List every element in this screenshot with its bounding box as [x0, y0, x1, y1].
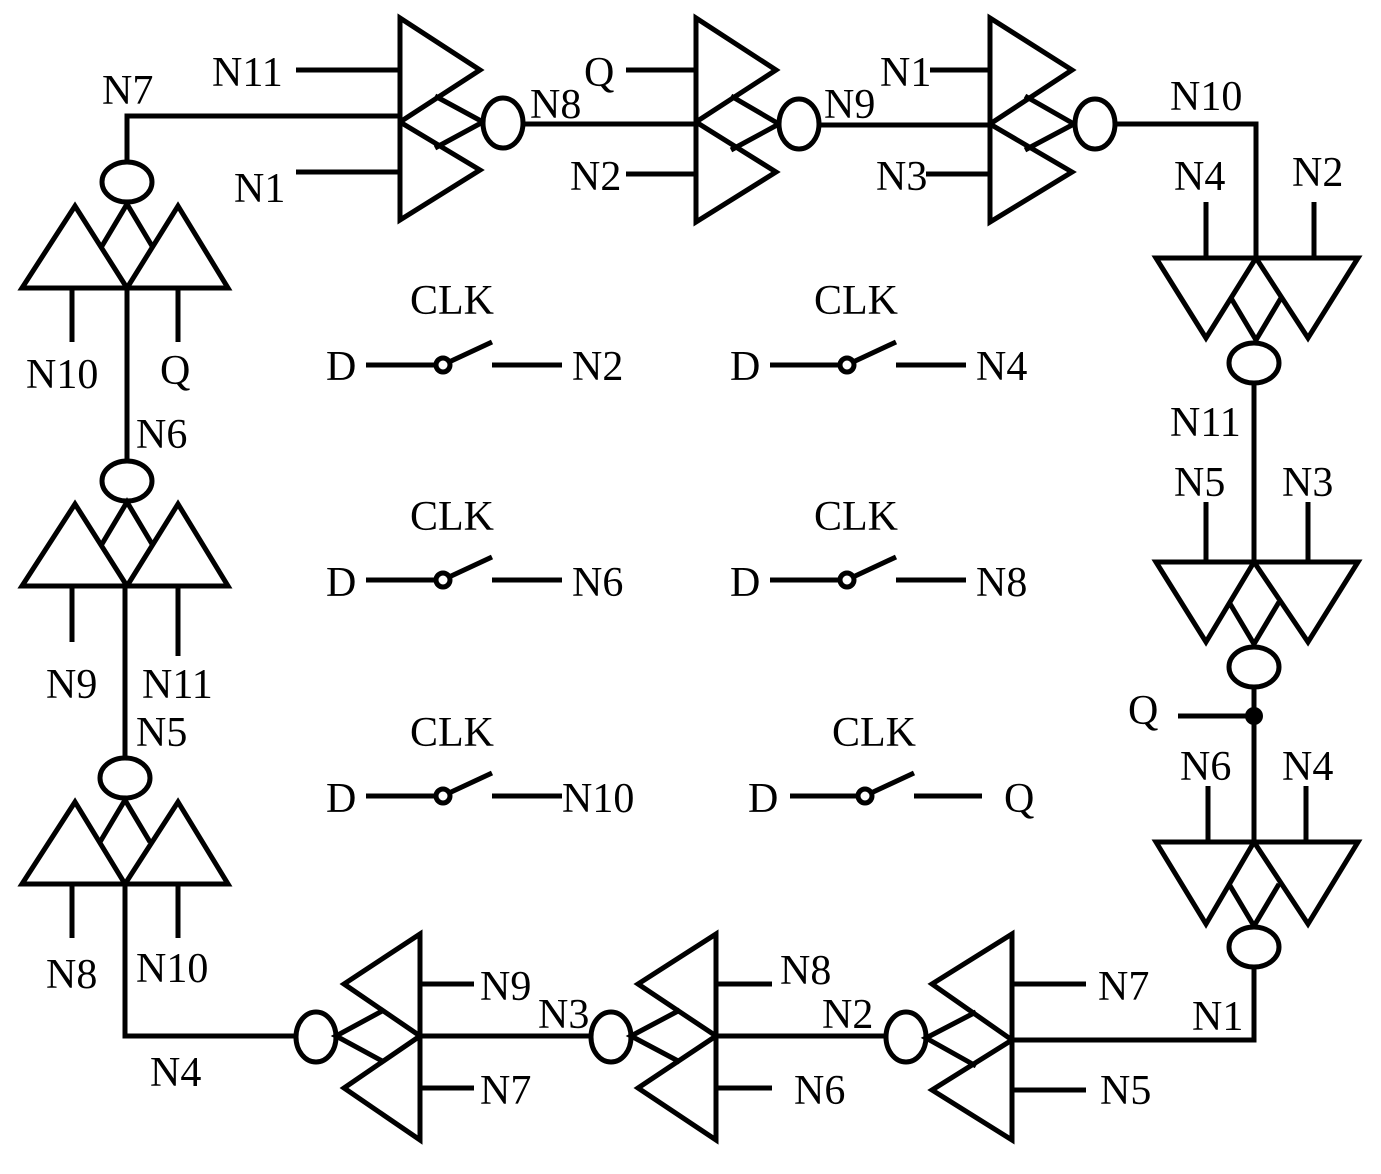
switch-3: [366, 554, 562, 590]
switch-6: [790, 770, 982, 806]
left-c-element-1: [17, 159, 233, 342]
switch-4-input-label: D: [730, 560, 760, 606]
switch-2: [770, 339, 966, 375]
label-left-g1-out: N6: [136, 412, 187, 458]
label-bottom-left-node: N4: [150, 1050, 201, 1096]
right-c-element-2: [1151, 502, 1363, 690]
label-left-g2-in1: N9: [46, 662, 97, 708]
switch-1: [366, 339, 562, 375]
label-top-g2-out: N9: [824, 82, 875, 128]
top-c-element-3: [926, 13, 1118, 227]
switch-5-input-label: D: [326, 776, 356, 822]
label-top-g3-in1: N1: [880, 50, 931, 96]
top-c-element-2: [626, 13, 822, 227]
label-top-g3-out: N10: [1170, 74, 1242, 120]
label-right-g2-in1: N5: [1174, 460, 1225, 506]
switch-1-output-label: N2: [572, 344, 623, 390]
label-bot-g3-out: N1: [1192, 994, 1243, 1040]
label-left-top-node: N7: [102, 68, 153, 114]
switch-1-clk-label: CLK: [410, 278, 494, 324]
label-top-g1-in1: N11: [212, 50, 283, 96]
switch-4-output-label: N8: [976, 560, 1027, 606]
label-top-g1-in2: N1: [234, 166, 285, 212]
label-left-g2-out: N5: [136, 710, 187, 756]
label-top-g2-in1: Q: [584, 50, 614, 96]
label-left-g1-in2: Q: [160, 348, 190, 394]
switch-3-input-label: D: [326, 560, 356, 606]
switch-2-clk-label: CLK: [814, 278, 898, 324]
label-right-g3-in1: N6: [1180, 744, 1231, 790]
label-right-g2-in2: N3: [1282, 460, 1333, 506]
label-bot-g1-in1: N9: [480, 964, 531, 1010]
label-right-g3-in2: N4: [1282, 744, 1333, 790]
label-left-g3-in1: N8: [46, 952, 97, 998]
bottom-c-element-3: [883, 929, 1086, 1145]
label-bot-g1-out: N3: [538, 992, 589, 1038]
wire-n10: [1115, 121, 1259, 258]
label-right-q-tap: Q: [1128, 688, 1158, 734]
label-top-g1-out: N8: [530, 82, 581, 128]
label-right-g1-in2: N2: [1292, 150, 1343, 196]
switch-2-output-label: N4: [976, 344, 1027, 390]
switch-4: [770, 554, 966, 590]
switch-5: [366, 770, 562, 806]
right-c-element-3: [1151, 786, 1363, 970]
bottom-c-element-1: [293, 929, 474, 1145]
switch-5-clk-label: CLK: [410, 710, 494, 756]
label-right-g1-in1: N4: [1174, 154, 1225, 200]
switch-5-output-label: N10: [562, 776, 634, 822]
left-c-element-3: [17, 755, 233, 938]
label-top-g2-in2: N2: [570, 154, 621, 200]
switch-6-input-label: D: [748, 776, 778, 822]
label-bot-g1-in2: N7: [480, 1068, 531, 1114]
label-bot-g2-out: N2: [822, 992, 873, 1038]
label-left-g3-in2: N10: [136, 946, 208, 992]
label-right-g1-out: N11: [1170, 400, 1241, 446]
switch-3-clk-label: CLK: [410, 494, 494, 540]
top-c-element-1: [296, 13, 526, 225]
switch-3-output-label: N6: [572, 560, 623, 606]
switch-4-clk-label: CLK: [814, 494, 898, 540]
label-bot-g2-in1: N8: [780, 948, 831, 994]
wire-n1: [1012, 968, 1257, 1043]
label-top-g3-in2: N3: [876, 154, 927, 200]
label-bot-g3-in1: N7: [1098, 964, 1149, 1010]
label-left-g2-in2: N11: [142, 662, 213, 708]
switch-6-output-label: Q: [1004, 776, 1034, 822]
switch-1-input-label: D: [326, 344, 356, 390]
wire-n7: [124, 113, 400, 160]
label-bot-g3-in2: N5: [1100, 1068, 1151, 1114]
switch-6-clk-label: CLK: [832, 710, 916, 756]
junction-dot: [1245, 707, 1263, 725]
label-left-g1-in1: N10: [26, 352, 98, 398]
bottom-c-element-2: [588, 929, 772, 1145]
switch-2-input-label: D: [730, 344, 760, 390]
left-c-element-2: [17, 458, 233, 656]
wire-n4: [122, 884, 296, 1039]
label-bot-g2-in2: N6: [794, 1068, 845, 1114]
